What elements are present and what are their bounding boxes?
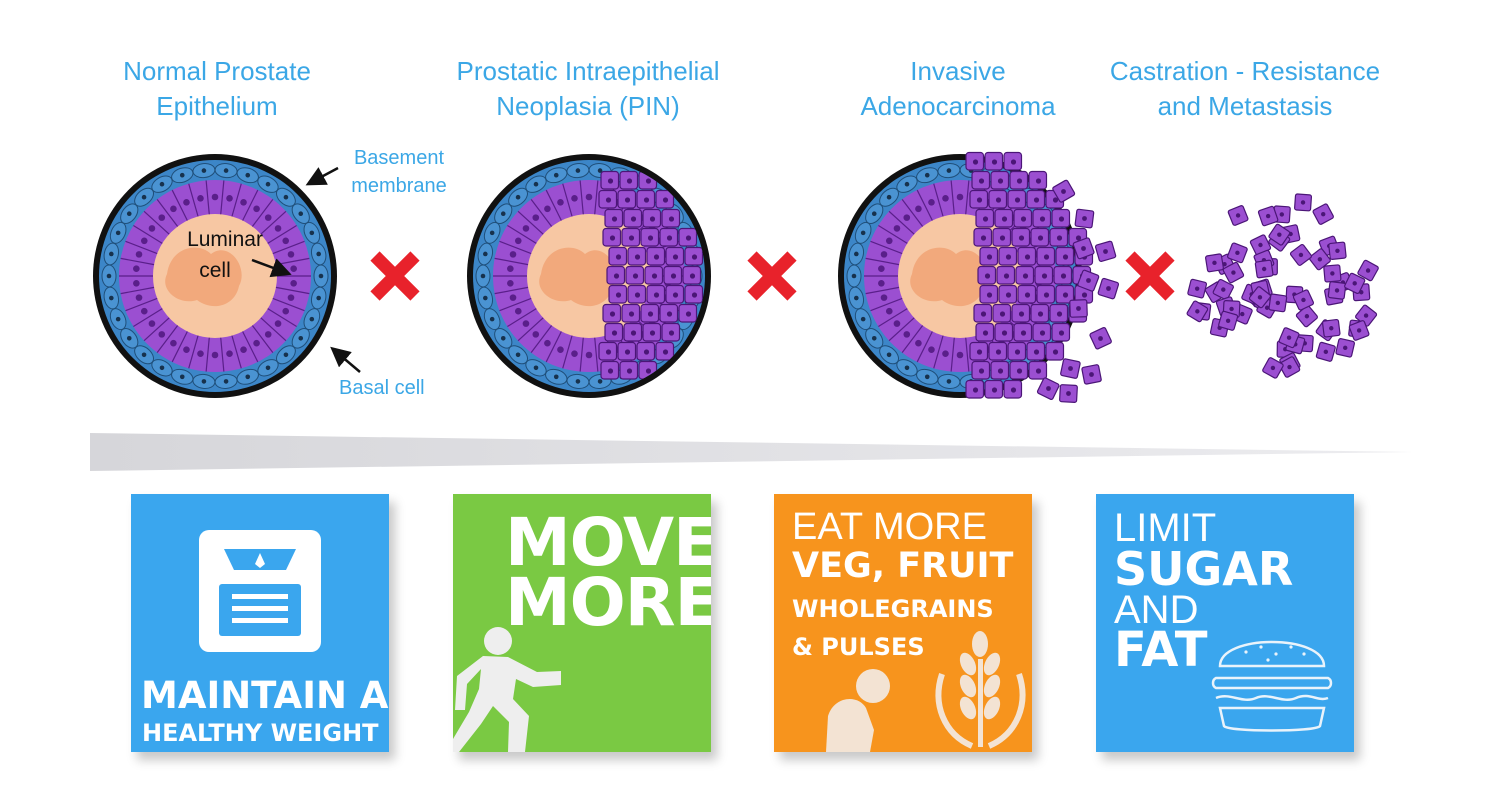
tile-healthy-weight-line1: MAINTAIN A xyxy=(141,674,389,717)
tile-limit-sugar-line2: SUGAR xyxy=(1114,542,1294,596)
basement-arrow xyxy=(305,166,339,186)
basal-cell-label: Basal cell xyxy=(339,377,425,399)
tile-move-more-line2: MORE xyxy=(505,564,711,641)
stage-title-normal: Normal Prostate Epithelium xyxy=(123,56,311,121)
tile-limit-sugar: LIMIT SUGAR AND FAT xyxy=(1096,494,1354,752)
metastatic-cells xyxy=(1186,193,1379,379)
tile-limit-sugar-line1: LIMIT xyxy=(1114,506,1217,550)
scale-icon xyxy=(199,530,321,652)
progression-wedge xyxy=(90,433,1412,471)
stage-title-invasive: Invasive Adenocarcinoma xyxy=(860,56,1056,121)
basal-arrow xyxy=(330,346,361,373)
basement-membrane-label: Basement membrane xyxy=(351,147,447,197)
pin-gland xyxy=(467,154,711,398)
tile-limit-sugar-line3: AND xyxy=(1114,588,1199,632)
cross-icon xyxy=(1125,251,1175,301)
tile-limit-sugar-line4: FAT xyxy=(1114,622,1208,678)
cross-icon xyxy=(747,251,797,301)
luminar-cell-label: Luminar cell xyxy=(187,228,263,282)
stage-title-metastasis: Castration - Resistance and Metastasis xyxy=(1109,56,1381,121)
eater-figure-icon xyxy=(826,669,890,752)
tile-eat-more-line2: VEG, FRUIT xyxy=(792,546,1014,586)
tile-eat-more-line1: EAT MORE xyxy=(792,506,987,548)
tile-healthy-weight-line2: HEALTHY WEIGHT xyxy=(142,719,379,747)
invasive-gland xyxy=(838,151,1120,403)
tile-move-more-line1: MOVE xyxy=(505,504,711,581)
tile-eat-more-line4: & PULSES xyxy=(792,633,925,661)
tile-move-more: MOVE MORE xyxy=(453,494,711,752)
wheat-icon xyxy=(826,631,1026,752)
tile-eat-more: EAT MORE VEG, FRUIT WHOLEGRAINS & PULSES xyxy=(774,494,1032,752)
tile-healthy-weight: MAINTAIN A HEALTHY WEIGHT xyxy=(131,494,389,752)
luminar-arrow xyxy=(251,258,292,278)
cross-icon xyxy=(370,251,420,301)
stage-title-pin: Prostatic Intraepithelial Neoplasia (PIN… xyxy=(456,56,720,121)
progression-diagram xyxy=(90,151,1412,471)
burger-icon xyxy=(1211,640,1333,732)
tile-eat-more-line3: WHOLEGRAINS xyxy=(792,595,994,623)
running-person-icon xyxy=(453,627,561,752)
normal-gland xyxy=(93,154,337,398)
